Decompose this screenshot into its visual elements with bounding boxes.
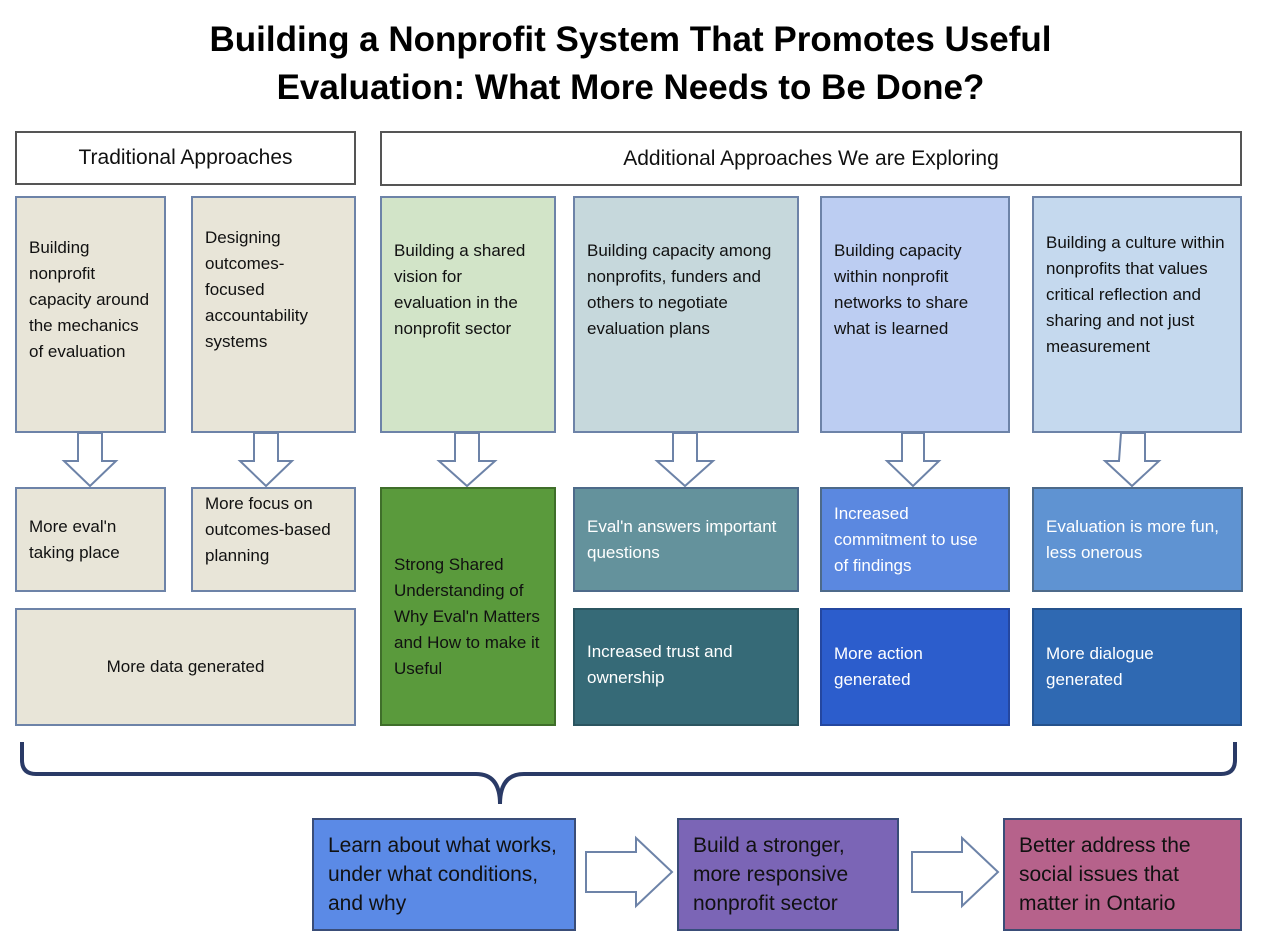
- goal-box: Learn about what works, under what condi…: [312, 818, 576, 931]
- down-arrow-icon: [1102, 432, 1162, 488]
- outcome-box: Strong Shared Understanding of Why Eval'…: [380, 487, 556, 726]
- right-arrow-icon: [585, 835, 674, 909]
- outcome-box: Increased commitment to use of findings: [820, 487, 1010, 592]
- approach-box: Building a culture within nonprofits tha…: [1032, 196, 1242, 433]
- title-line-1: Building a Nonprofit System That Promote…: [209, 20, 1052, 59]
- down-arrow-icon: [884, 432, 942, 488]
- goal-box: Better address the social issues that ma…: [1003, 818, 1242, 931]
- result-box: Increased trust and ownership: [573, 608, 799, 726]
- approach-box: Building a shared vision for evaluation …: [380, 196, 556, 433]
- header-additional: Additional Approaches We are Exploring: [380, 131, 1242, 186]
- approach-box: Building capacity within nonprofit netwo…: [820, 196, 1010, 433]
- approach-box: Designing outcomes-focused accountabilit…: [191, 196, 356, 433]
- down-arrow-icon: [436, 432, 498, 488]
- goal-box: Build a stronger, more responsive nonpro…: [677, 818, 899, 931]
- brace: [20, 742, 1237, 805]
- down-arrow-icon: [61, 432, 119, 488]
- down-arrow-icon: [237, 432, 295, 488]
- outcome-box: Eval'n answers important questions: [573, 487, 799, 592]
- down-arrow-icon: [654, 432, 716, 488]
- result-box: More action generated: [820, 608, 1010, 726]
- result-box: More dialogue generated: [1032, 608, 1242, 726]
- outcome-box: More focus on outcomes-based planning: [191, 487, 356, 592]
- approach-box: Building capacity among nonprofits, fund…: [573, 196, 799, 433]
- header-traditional: Traditional Approaches: [15, 131, 356, 185]
- outcome-box: Evaluation is more fun, less onerous: [1032, 487, 1243, 592]
- right-arrow-icon: [911, 835, 1000, 909]
- result-box: More data generated: [15, 608, 356, 726]
- outcome-box: More eval'n taking place: [15, 487, 166, 592]
- title-line-2: Evaluation: What More Needs to Be Done?: [276, 68, 985, 107]
